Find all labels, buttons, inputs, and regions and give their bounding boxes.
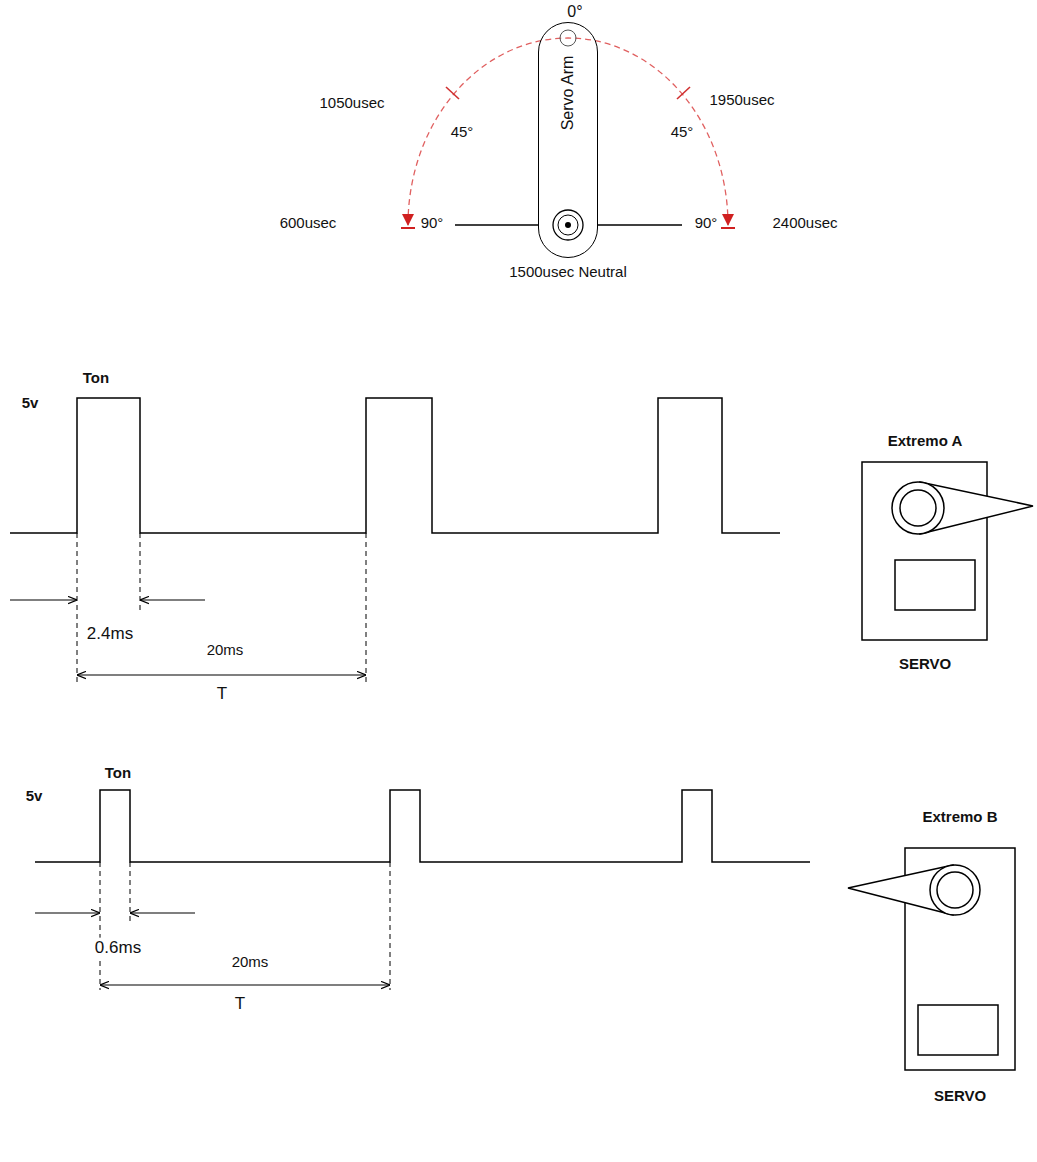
pulse-width-label: 2400usec — [772, 215, 837, 232]
position-title: Extremo B — [922, 808, 997, 825]
position-title: Extremo A — [888, 432, 962, 449]
dimension-guide — [77, 533, 78, 685]
dimension-guide — [390, 862, 391, 990]
dimension-label: 2.4ms — [85, 624, 135, 645]
dimension-label: T — [217, 685, 227, 704]
dimension-arrow — [35, 912, 100, 913]
pwm-signal — [35, 790, 810, 862]
dimension-arrow — [140, 599, 205, 600]
dimension-label: 20ms — [232, 954, 269, 971]
servo-arm: Servo Arm — [538, 22, 598, 258]
dimension-label: T — [235, 995, 245, 1014]
signal-name: Ton — [105, 765, 131, 782]
dimension-guide — [130, 862, 131, 925]
pulse-width-label: 1050usec — [319, 95, 384, 112]
servo-arm-figure — [401, 30, 735, 240]
voltage-label: 5v — [26, 788, 43, 805]
pulse-width-label: 600usec — [280, 215, 337, 232]
dimension-arrow — [130, 912, 195, 913]
pulse-width-label: 1950usec — [709, 92, 774, 109]
angle-label: 0° — [567, 3, 582, 21]
signal-name: Ton — [83, 370, 109, 387]
pwm-signal — [10, 398, 780, 533]
servo-box: Extremo A SERVO — [852, 432, 998, 672]
angle-label: 45° — [451, 124, 474, 141]
servo-symbol — [848, 848, 1015, 1070]
component-name: SERVO — [934, 1087, 986, 1104]
dimension-guide — [100, 862, 101, 990]
angle-label: 90° — [421, 215, 444, 232]
dimension-arrow — [10, 599, 77, 600]
voltage-label: 5v — [22, 395, 39, 412]
servo-box: Extremo B SERVO — [898, 808, 1022, 1104]
pwm-waveforms — [10, 398, 810, 990]
dimension-arrow — [77, 674, 366, 675]
angle-label: 45° — [671, 124, 694, 141]
angle-label: 90° — [695, 215, 718, 232]
component-name: SERVO — [899, 655, 951, 672]
dimension-label: 20ms — [207, 642, 244, 659]
servo-symbol — [862, 462, 1033, 640]
dimension-arrow — [100, 984, 390, 985]
dimension-guide — [366, 533, 367, 685]
arm-label: Servo Arm — [559, 56, 577, 131]
dimension-label: 0.6ms — [93, 938, 143, 959]
pulse-width-label: 1500usec Neutral — [509, 264, 627, 281]
